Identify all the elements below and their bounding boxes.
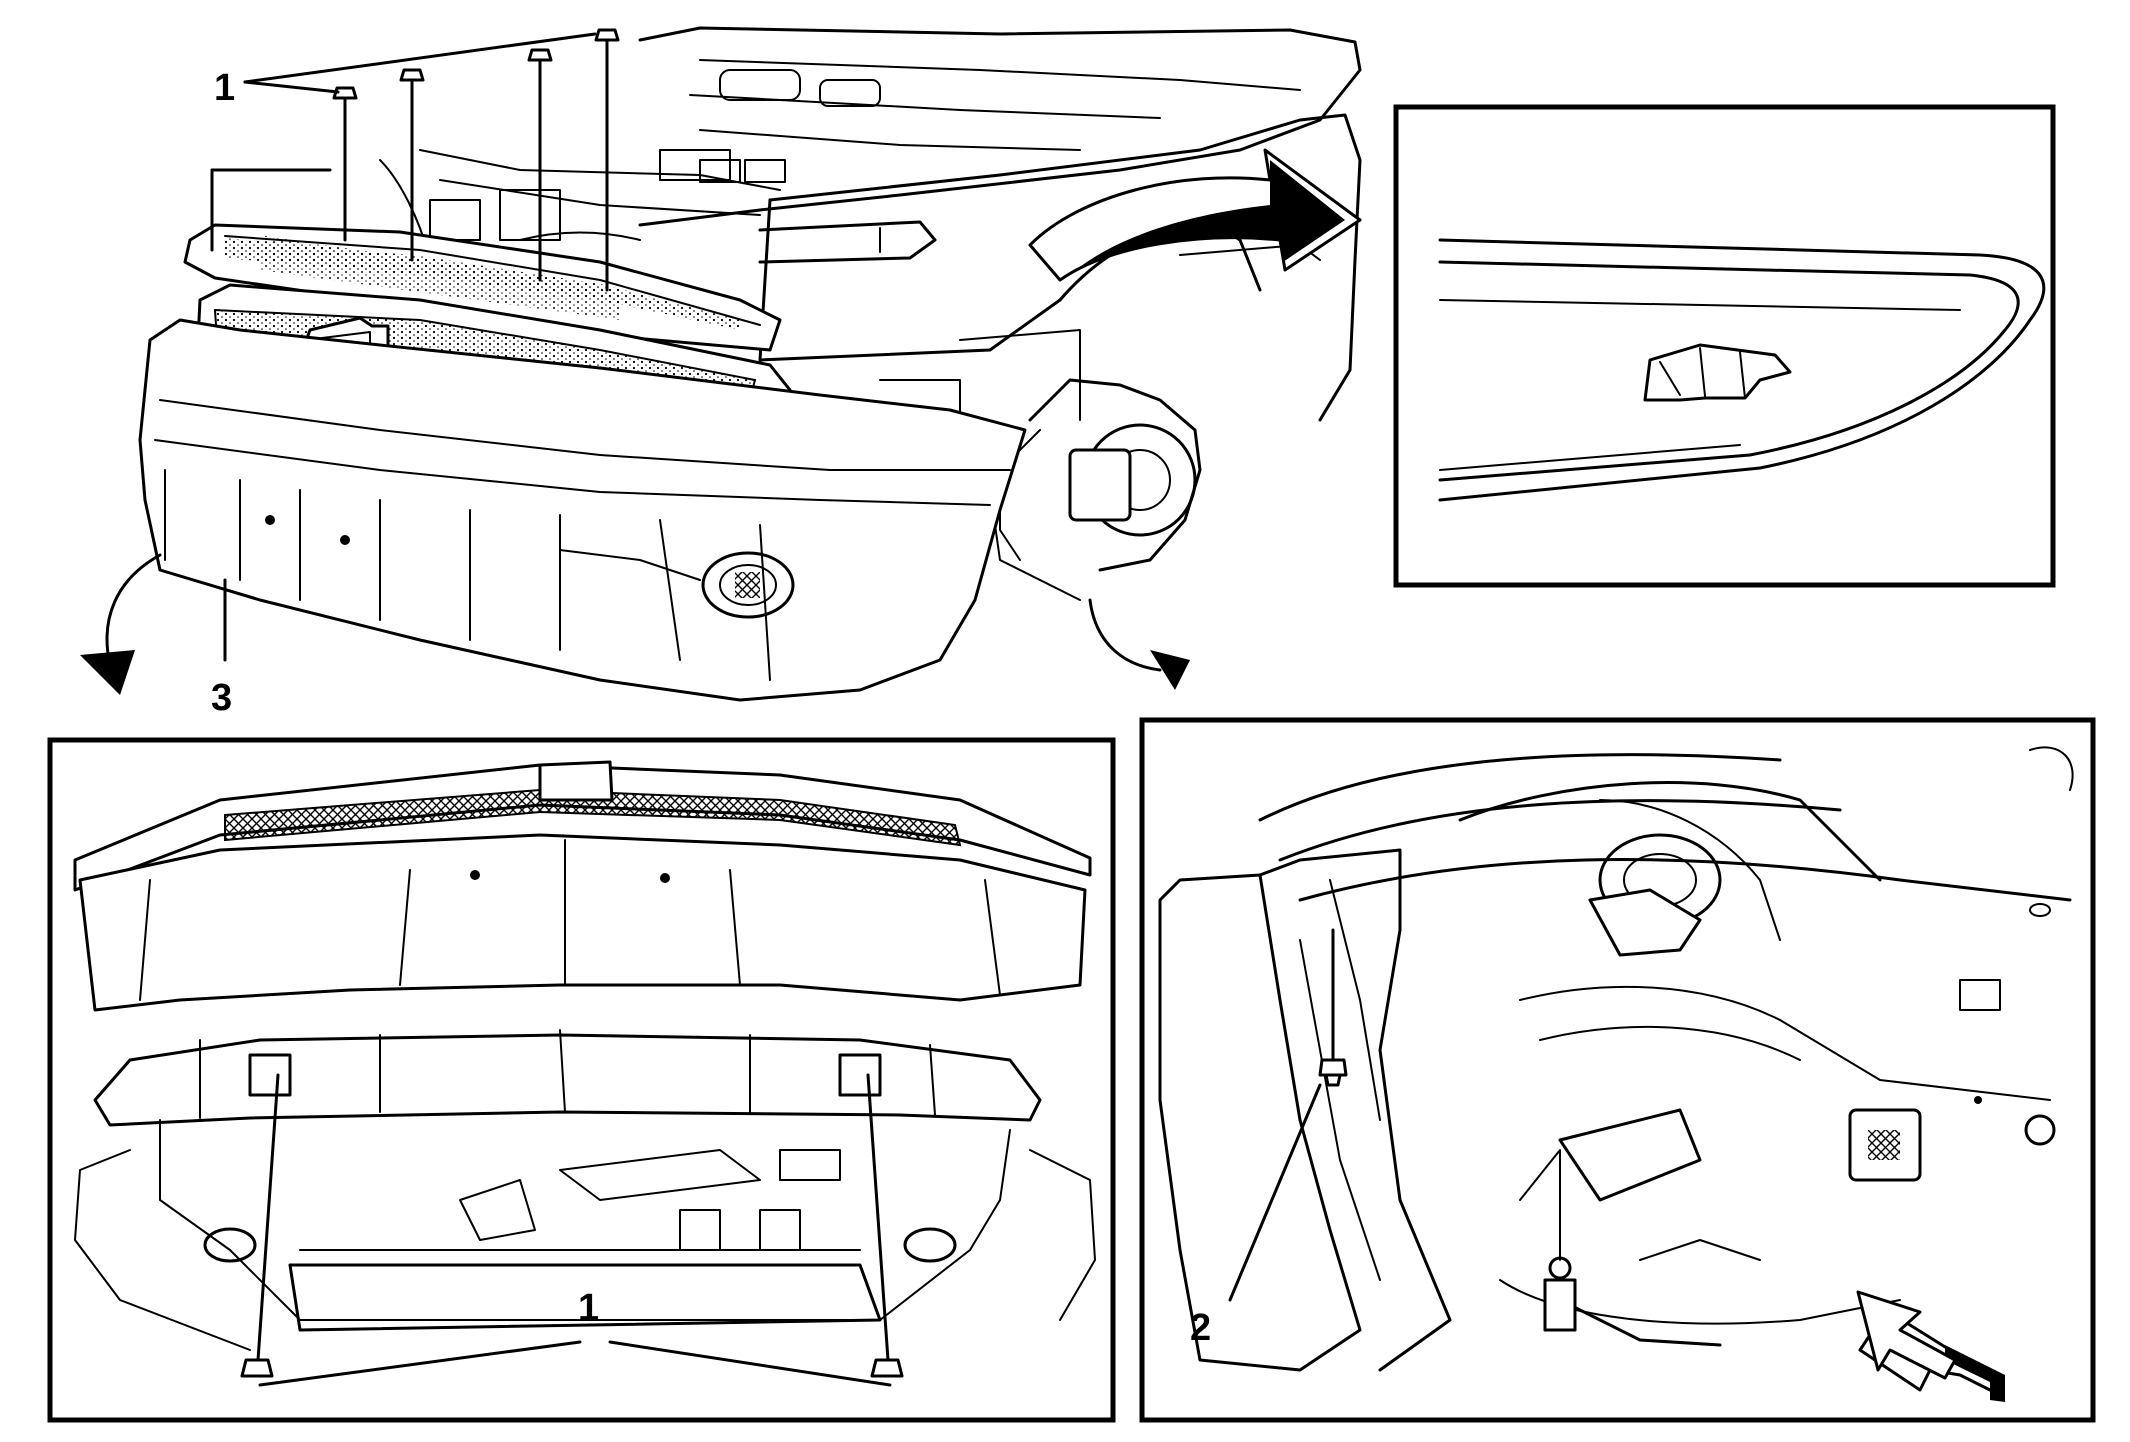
- callout-label-3: 3: [211, 677, 232, 719]
- push-pin-fastener-lower: [240, 1073, 904, 1378]
- detail-box-wheelhouse-liner: 2: [1139, 717, 2096, 1423]
- screw-fastener-wheelhouse: [1318, 928, 1348, 1087]
- callout-label-2: 2: [1190, 1307, 1211, 1349]
- detail-box-headlamp-bezel: [1393, 104, 2056, 588]
- detail-box-lower-fascia: 1: [47, 737, 1116, 1423]
- callout-label-1-top: 1: [214, 67, 235, 109]
- retainer-clip-icon: [1643, 343, 1792, 402]
- detail-arrow-headlamp-icon: [1028, 148, 1362, 282]
- removal-arrow-left-icon: [80, 553, 162, 695]
- detail-arrow-wheelhouse-icon: [1088, 598, 1190, 690]
- view-direction-arrow-icon: [1856, 1290, 2005, 1402]
- push-pin-fastener-top: [332, 28, 620, 292]
- callout-label-1-bottom: 1: [578, 1287, 599, 1329]
- liner-retainer-icon: [1543, 1256, 1577, 1332]
- main-front-end-view: 1 3: [80, 26, 1362, 719]
